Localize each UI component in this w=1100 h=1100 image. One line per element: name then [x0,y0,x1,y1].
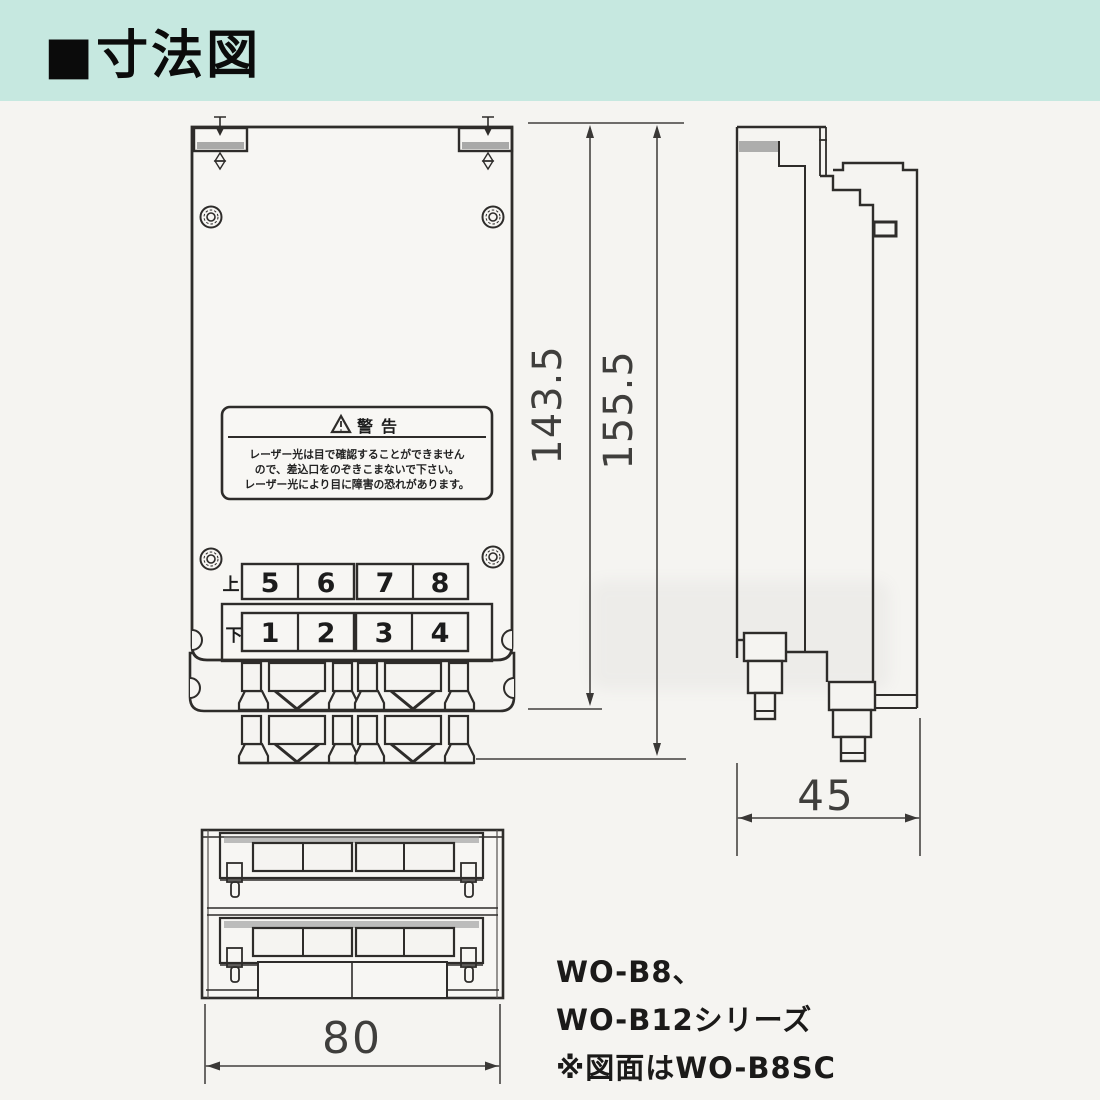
port-button-1: 1 [261,618,280,649]
dim-total-height: 155.5 [596,350,642,470]
dimension-height: 143.5 155.5 [476,122,686,760]
side-view [735,125,919,763]
button-row-bottom: 下 1 2 3 4 [220,602,494,663]
bottom-connector-row [218,831,485,898]
header-band: ■寸法図 [0,0,1100,101]
mounting-tab-right [457,116,514,171]
bleed-through-ghost [590,580,890,690]
dim-body-height: 143.5 [525,345,571,465]
screw-hole-icon [199,205,505,571]
dimension-width: 80 [204,1004,501,1084]
mounting-tab-left [192,116,249,171]
port-button-3: 3 [375,618,394,649]
warning-text-line1: レーザー光は目で確認することができません [249,447,465,461]
page-title: ■寸法図 [44,26,262,86]
model-caption-line3: ※図面はWO-B8SC [556,1051,836,1085]
warning-label: 警告 レーザー光は目で確認することができません ので、差込口をのぞきこまないで下… [220,405,494,501]
model-caption-line1: WO-B8、 [556,955,703,989]
model-caption: WO-B8、 WO-B12シリーズ ※図面はWO-B8SC [556,948,896,1092]
side-connector-front [742,631,788,721]
warning-text-line3: レーザー光により目に障害の恐れがあります。 [244,477,469,491]
dim-depth: 45 [797,771,854,820]
port-button-7: 7 [376,568,395,599]
front-view-body [190,125,514,662]
model-caption-line2: WO-B12シリーズ [556,1003,813,1037]
warning-triangle-icon [330,413,352,434]
port-button-5: 5 [261,568,280,599]
port-button-2: 2 [317,618,336,649]
dimension-depth: 45 [736,718,921,856]
port-button-8: 8 [431,568,450,599]
button-row-top: 上 5 6 7 8 [223,562,470,601]
front-view: 警告 レーザー光は目で確認することができません ので、差込口をのぞきこまないで下… [188,116,516,765]
side-connector-rear [827,680,877,763]
port-button-6: 6 [317,568,336,599]
warning-title: 警告 [356,417,405,436]
port-button-4: 4 [431,618,450,649]
bottom-view [200,828,505,1000]
dim-width: 80 [322,1013,382,1064]
row-label-top: 上 [223,575,240,595]
row-label-bottom: 下 [226,626,243,646]
warning-text-line2: ので、差込口をのぞきこまないで下さい。 [255,462,459,476]
